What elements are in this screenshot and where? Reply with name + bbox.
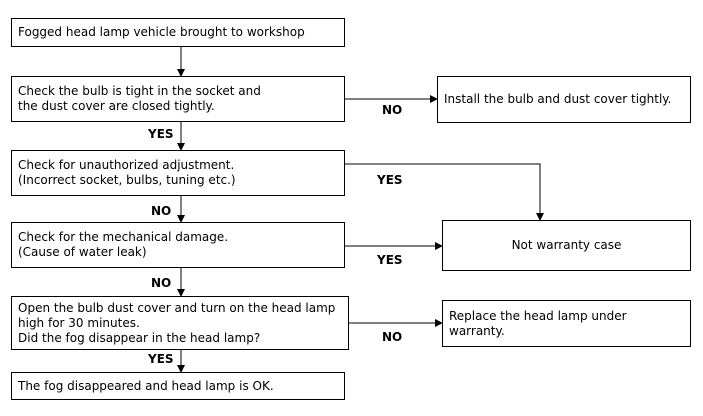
check-damage-box: Check for the mechanical damage. (Cause … [11, 222, 345, 268]
start-box: Fogged head lamp vehicle brought to work… [11, 18, 345, 47]
replace-box: Replace the head lamp under warranty. [442, 300, 691, 347]
replace-text: Replace the head lamp under warranty. [449, 308, 627, 338]
install-text: Install the bulb and dust cover tightly. [444, 92, 672, 106]
open-cover-line-3: Did the fog disappear in the head lamp? [18, 330, 261, 345]
fog-yes-label: YES [148, 352, 174, 366]
check-adjust-line-1: Check for unauthorized adjustment. [18, 158, 235, 172]
ok-box: The fog disappeared and head lamp is OK. [11, 372, 345, 400]
ok-text: The fog disappeared and head lamp is OK. [18, 378, 274, 393]
adjust-yes-label: YES [377, 173, 403, 187]
check-adjust-line-2: (Incorrect socket, bulbs, tuning etc.) [18, 173, 236, 187]
bulb-no-label: NO [382, 103, 403, 117]
check-bulb-line-2: the dust cover are closed tightly. [18, 99, 215, 113]
check-bulb-box: Check the bulb is tight in the socket an… [11, 76, 345, 122]
arrow-adjust-yes [344, 163, 544, 221]
check-damage-line-2: (Cause of water leak) [18, 245, 147, 259]
not-warranty-box: Not warranty case [442, 220, 691, 271]
fog-no-label: NO [382, 330, 403, 344]
open-cover-box: Open the bulb dust cover and turn on the… [11, 296, 349, 350]
open-cover-line-1: Open the bulb dust cover and turn on the… [18, 300, 336, 315]
start-text: Fogged head lamp vehicle brought to work… [18, 25, 305, 39]
check-bulb-line-1: Check the bulb is tight in the socket an… [18, 84, 261, 98]
not-warranty-text: Not warranty case [511, 238, 622, 252]
damage-no-label: NO [151, 276, 172, 290]
check-damage-line-1: Check for the mechanical damage. [18, 230, 229, 244]
bulb-yes-label: YES [148, 127, 174, 141]
install-box: Install the bulb and dust cover tightly. [437, 76, 691, 123]
adjust-no-label: NO [151, 204, 172, 218]
damage-yes-label: YES [377, 253, 403, 267]
open-cover-line-2: high for 30 minutes. [18, 315, 140, 330]
check-adjust-box: Check for unauthorized adjustment. (Inco… [11, 150, 345, 196]
